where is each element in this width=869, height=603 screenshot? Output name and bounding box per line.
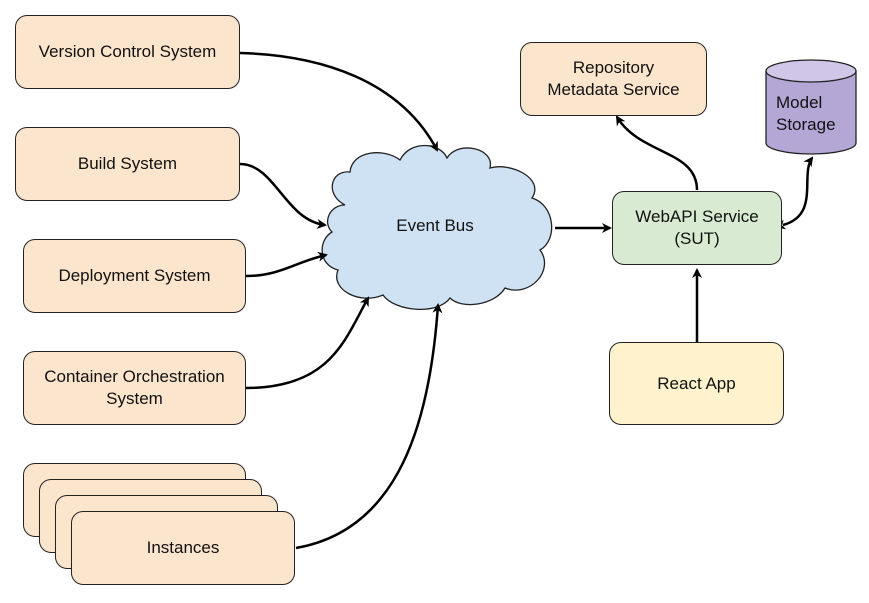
node-version-control-system: Version Control System <box>15 15 240 89</box>
node-container-orchestration-system: Container Orchestration System <box>23 351 246 425</box>
node-repository-metadata-service: Repository Metadata Service <box>520 42 707 116</box>
node-label: Deployment System <box>58 266 211 285</box>
node-deployment-system: Deployment System <box>23 239 246 313</box>
node-webapi-service: WebAPI Service (SUT) <box>612 191 782 265</box>
node-build-system: Build System <box>15 127 240 201</box>
edge-vcs-to-bus <box>239 51 439 152</box>
edge-container-to-bus <box>245 296 370 390</box>
edge-webapi-model-storage <box>775 156 814 230</box>
node-label: Container Orchestration System <box>44 367 225 408</box>
event-bus-label: Event Bus <box>396 216 474 235</box>
edge-build-to-bus <box>239 162 327 229</box>
edge-instances-to-bus <box>295 303 443 550</box>
node-label: Build System <box>77 154 178 173</box>
edge-webapi-to-repo <box>615 115 699 191</box>
model-storage-label: Model Storage <box>776 93 836 134</box>
node-label: Repository Metadata Service <box>547 58 680 99</box>
node-label: WebAPI Service (SUT) <box>635 207 759 248</box>
node-label: React App <box>657 373 736 393</box>
node-label: Instances <box>146 538 220 557</box>
event-bus-cloud <box>321 145 553 310</box>
node-instances: Instances <box>71 511 295 585</box>
edge-deploy-to-bus <box>245 251 328 278</box>
model-storage-cylinder <box>765 59 857 155</box>
node-react-app: React App <box>609 342 784 425</box>
node-label: Version Control System <box>38 42 217 61</box>
